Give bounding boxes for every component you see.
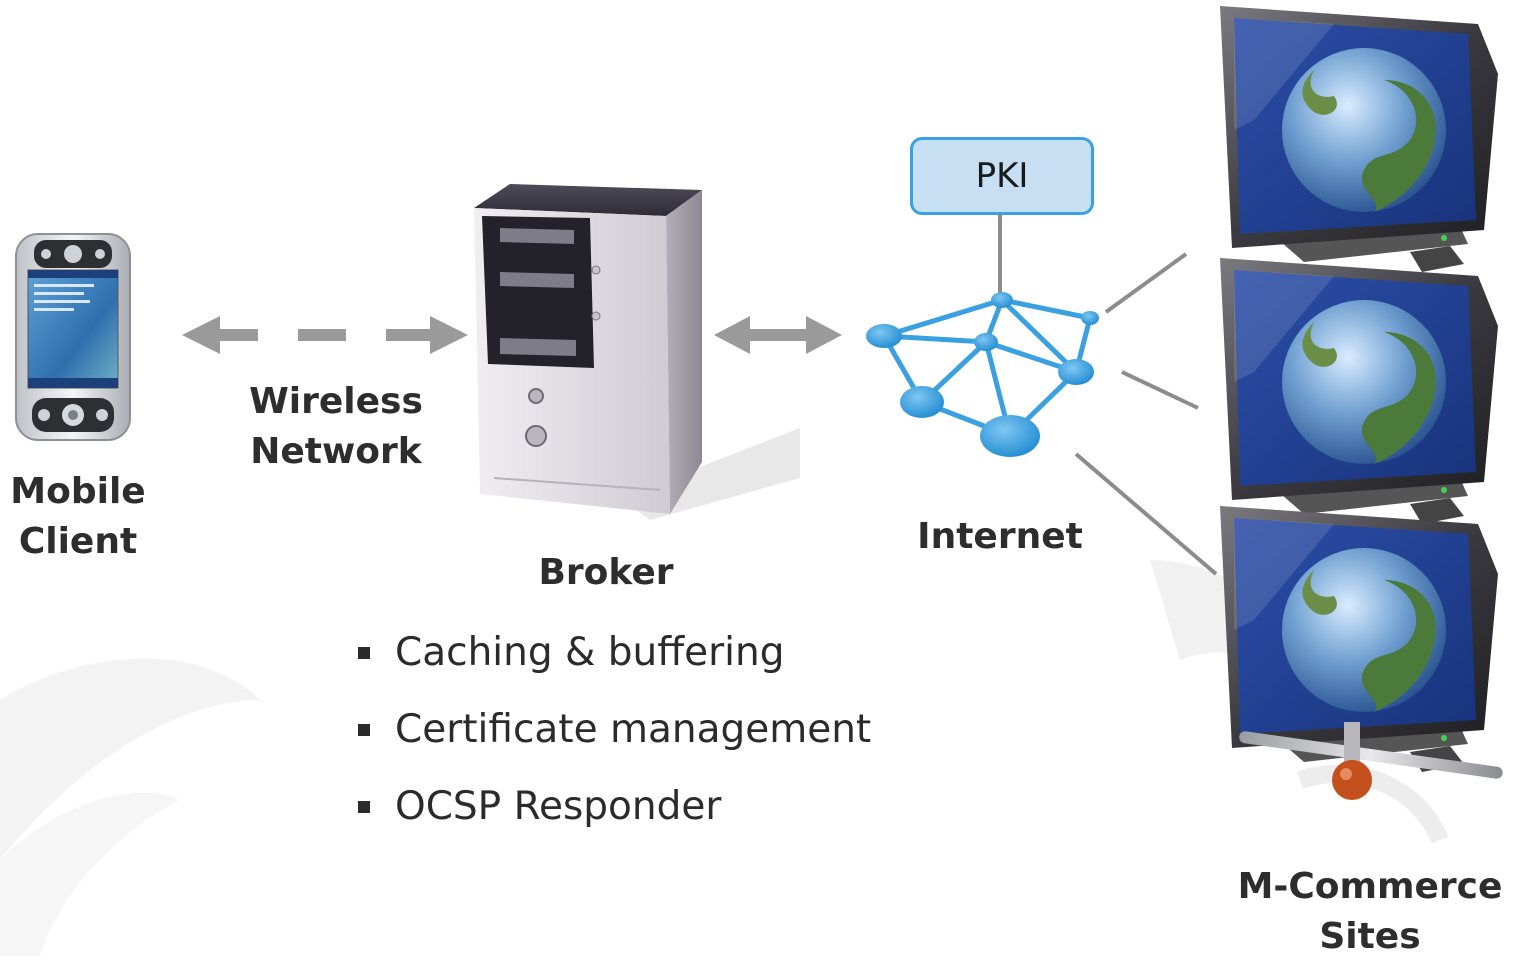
monitor-globe-icon [1220, 6, 1503, 800]
list-item: Certificate management [358, 691, 871, 768]
wireless-arrow [182, 316, 468, 354]
bullet-icon [358, 646, 370, 659]
pki-connector [998, 214, 1002, 296]
pki-box: PKI [910, 137, 1094, 215]
server-tower-icon [474, 184, 800, 520]
mcommerce-sites-label: M-Commerce Sites [1237, 866, 1503, 957]
bullet-icon [358, 800, 370, 813]
mobile-client-label: Mobile Client [10, 471, 146, 562]
wireless-network-label: Wireless Network [249, 381, 423, 472]
pki-label: PKI [975, 156, 1029, 196]
broker-internet-arrow [714, 316, 842, 354]
list-item: Caching & buffering [358, 614, 871, 691]
broker-feature-list: Caching & buffering Certificate manageme… [358, 614, 871, 845]
list-item: OCSP Responder [358, 768, 871, 845]
pda-icon [15, 233, 131, 441]
network-graph-icon [866, 292, 1099, 457]
internet-label: Internet [917, 516, 1083, 557]
site-connectors [1074, 252, 1218, 576]
broker-label: Broker [538, 552, 674, 593]
bullet-icon [358, 723, 370, 736]
